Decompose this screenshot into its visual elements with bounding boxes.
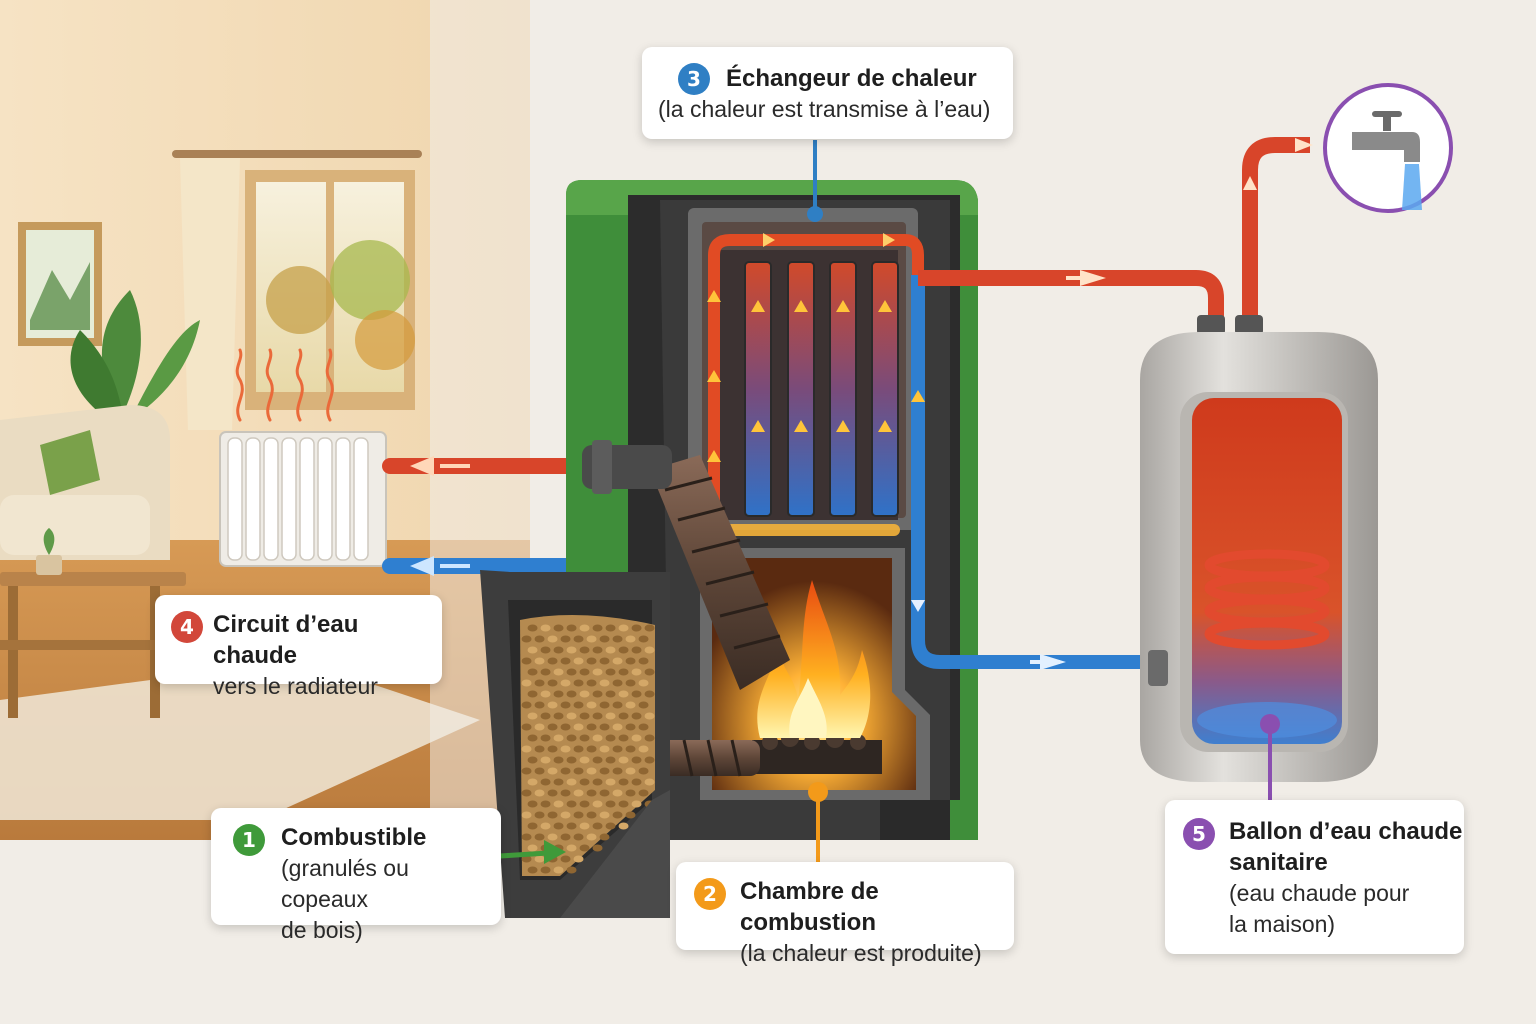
callout-line: (la chaleur est transmise à l’eau) [658, 94, 998, 125]
callout-line: (la chaleur est produite) [740, 938, 1014, 969]
callout-title-line: sanitaire [1229, 847, 1462, 878]
callout-heat-exchanger: 3 Échangeur de chaleur (la chaleur est t… [642, 47, 1013, 139]
living-room [0, 0, 550, 860]
callout-hot-water-tank: 5 Ballon d’eau chaude sanitaire (eau cha… [1165, 800, 1464, 954]
callout-title: Ballon d’eau chaude [1229, 816, 1462, 847]
callout-title: Circuit d’eau chaude [213, 609, 442, 671]
hot-water-tank-icon [1140, 315, 1378, 782]
callout-title: Combustible [281, 822, 501, 853]
callout-combustion-chamber: 2 Chambre de combustion (la chaleur est … [676, 862, 1014, 950]
callout-title: Chambre de combustion [740, 876, 1014, 938]
pellet-hopper-icon [480, 570, 670, 918]
callout-title: Échangeur de chaleur [658, 63, 998, 94]
callout-hot-water-circuit: 4 Circuit d’eau chaude vers le radiateur [155, 595, 442, 684]
callout-number-badge: 2 [694, 878, 726, 910]
water-tap-icon [1325, 85, 1451, 211]
callout-number-badge: 5 [1183, 818, 1215, 850]
callout-fuel: 1 Combustible (granulés ou copeaux de bo… [211, 808, 501, 925]
callout-number-badge: 4 [171, 611, 203, 643]
callout-line: la maison) [1229, 909, 1462, 940]
callout-line: vers le radiateur [213, 671, 442, 702]
callout-line: de bois) [281, 915, 501, 946]
callout-number-badge: 1 [233, 824, 265, 856]
callout-line: (granulés ou copeaux [281, 853, 501, 915]
callout-line: (eau chaude pour [1229, 878, 1462, 909]
